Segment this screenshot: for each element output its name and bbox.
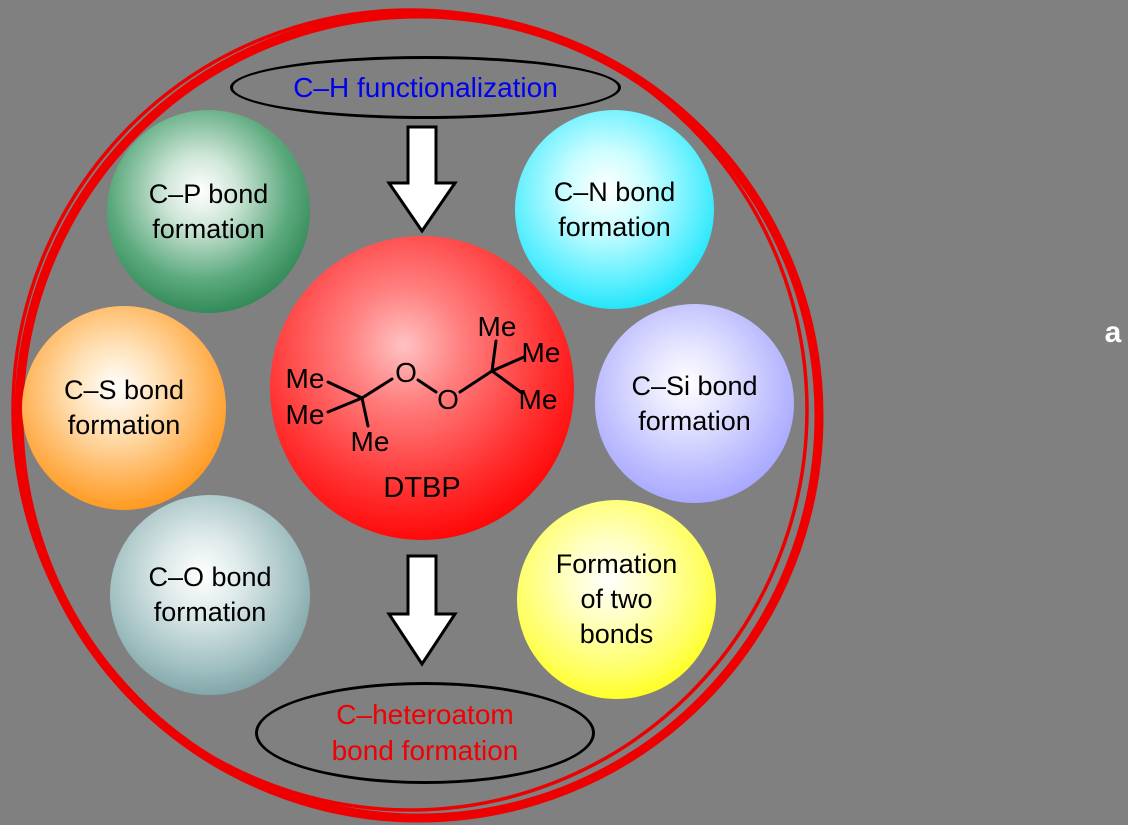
- sphere-csi-bond: C–Si bond formation: [595, 304, 794, 503]
- sphere-csi-line1: C–Si bond: [631, 370, 758, 401]
- sphere-csi-line2: formation: [638, 405, 751, 436]
- c-heteroatom-line1: C–heteroatom: [336, 699, 514, 730]
- ch-functionalization-label: C–H functionalization: [293, 71, 558, 103]
- sphere-cn-bond: C–N bond formation: [515, 110, 714, 309]
- sphere-cn-line2: formation: [558, 211, 671, 242]
- atom-o1: O: [395, 357, 417, 388]
- arrow-down-top: [386, 125, 458, 234]
- dtbp-structure: O O Me Me Me Me Me Me: [286, 311, 561, 457]
- atom-me-right-upper: Me: [522, 337, 561, 368]
- figure-panel-letter: a: [1104, 316, 1122, 349]
- arrow-down-bottom-shape: [386, 554, 458, 667]
- sphere-cp-bond: C–P bond formation: [107, 110, 310, 313]
- atom-me-top: Me: [478, 311, 517, 342]
- dtbp-name-label: DTBP: [383, 472, 461, 504]
- sphere-two-line1: Formation: [555, 549, 678, 579]
- ch-functionalization-oval: C–H functionalization: [230, 56, 621, 119]
- outer-red-ring-thin: [11, 8, 809, 812]
- atom-me-left-lower: Me: [286, 399, 325, 430]
- c-heteroatom-oval: C–heteroatom bond formation: [255, 682, 595, 784]
- sphere-cn-line1: C–N bond: [553, 176, 676, 207]
- sphere-co-line1: C–O bond: [148, 562, 272, 592]
- sphere-two-line2: of two: [580, 584, 653, 614]
- dtbp-bonds: [326, 339, 526, 428]
- sphere-two-line3: bonds: [579, 619, 654, 649]
- outer-red-ring-thick: [14, 9, 824, 823]
- sphere-co-bond: C–O bond formation: [110, 495, 310, 695]
- c-heteroatom-line2: bond formation: [331, 735, 519, 766]
- arrow-down-top-shape: [386, 125, 458, 234]
- sphere-cp-line1: C–P bond: [148, 178, 269, 209]
- dtbp-atom-labels: O O Me Me Me Me Me Me: [286, 311, 561, 457]
- atom-o2: O: [437, 384, 459, 415]
- sphere-cs-line2: formation: [67, 410, 181, 440]
- sphere-dtbp-center: [270, 236, 574, 540]
- sphere-cs-bond: C–S bond formation: [22, 306, 226, 510]
- sphere-two-bonds: Formation of two bonds: [517, 500, 716, 699]
- sphere-cs-line1: C–S bond: [63, 375, 185, 405]
- atom-me-right-lower: Me: [519, 384, 558, 415]
- sphere-cp-line2: formation: [152, 213, 265, 244]
- atom-me-bottom: Me: [351, 426, 390, 457]
- atom-me-left-upper: Me: [286, 363, 325, 394]
- arrow-down-bottom: [386, 554, 458, 667]
- sphere-co-line2: formation: [153, 597, 267, 627]
